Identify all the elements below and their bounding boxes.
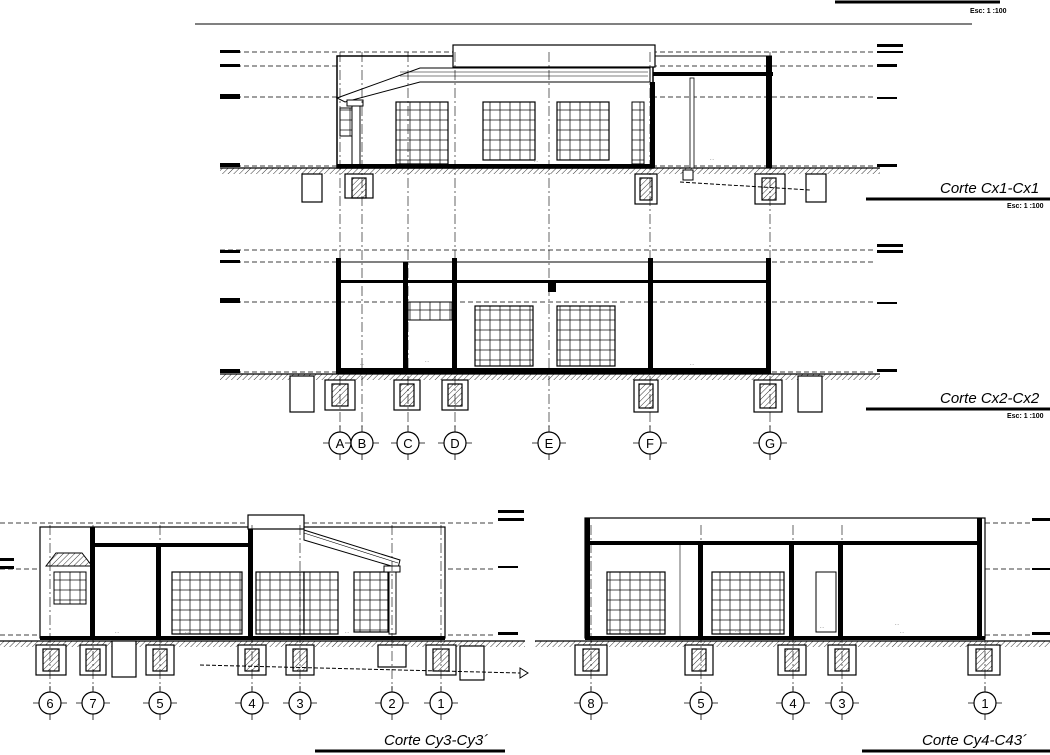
grid-axis-cy4-5: 5 <box>684 686 718 720</box>
grid-axis-label: 5 <box>156 696 163 711</box>
grid-axis-label: 4 <box>789 696 796 711</box>
grid-axis-x-E: E <box>532 426 566 460</box>
svg-text:- -: - - <box>820 624 824 629</box>
grid-axis-label: F <box>646 436 654 451</box>
grid-axis-cy4-3: 3 <box>825 686 859 720</box>
section-cx1-drawing: - - - - - - <box>220 44 903 205</box>
section-title-cx1: Corte Cx1-Cx1 <box>940 180 1040 197</box>
svg-text:- -: - - <box>534 158 538 163</box>
grid-axis-cy3-6: 6 <box>33 686 67 720</box>
header-scale: Esc: 1 :100 <box>970 8 1007 15</box>
grid-axis-label: 5 <box>697 696 704 711</box>
grid-axis-cy4-4: 4 <box>776 686 810 720</box>
grid-axis-cy4-8: 8 <box>574 686 608 720</box>
grid-axis-cy3-7: 7 <box>76 686 110 720</box>
section-cy4-drawing: - - - - - - - - - - <box>535 517 1050 676</box>
section-title-cx2: Corte Cx2-Cx2 <box>940 390 1040 407</box>
grid-axes-cy4: 8 5 4 3 1 <box>574 686 1002 720</box>
grid-axis-label: A <box>336 436 345 451</box>
svg-text:- -: - - <box>530 361 534 366</box>
section-scale-cx1: Esc: 1 :100 <box>1007 203 1044 210</box>
svg-text:- -: - - <box>690 361 694 366</box>
grid-axis-label: 1 <box>437 696 444 711</box>
grid-axis-label: 8 <box>587 696 594 711</box>
grid-axis-label: 6 <box>46 696 53 711</box>
grid-axis-cy4-1: 1 <box>968 686 1002 720</box>
grid-axis-label: B <box>358 436 367 451</box>
grid-axis-label: 3 <box>838 696 845 711</box>
svg-text:- -: - - <box>185 629 189 634</box>
grid-axis-label: 1 <box>981 696 988 711</box>
grid-axis-label: 4 <box>248 696 255 711</box>
svg-text:- -: - - <box>395 158 399 163</box>
svg-text:- -: - - <box>625 628 629 633</box>
section-title-cy3: Corte Cy3-Cy3´ <box>384 732 489 749</box>
grid-axis-label: C <box>403 436 412 451</box>
svg-text:- -: - - <box>115 629 119 634</box>
grid-axis-label: 7 <box>89 696 96 711</box>
grid-axis-cy3-2: 2 <box>375 686 409 720</box>
grid-axis-x-B: B <box>345 426 379 460</box>
grid-axis-cy3-3: 3 <box>283 686 317 720</box>
grid-axis-x-C: C <box>391 426 425 460</box>
svg-text:- -: - - <box>895 621 899 626</box>
grid-axes-cy3: 6 7 5 4 3 2 1 <box>33 686 458 720</box>
grid-axis-label: G <box>765 436 775 451</box>
grid-axis-label: D <box>450 436 459 451</box>
grid-axis-x-D: D <box>438 426 472 460</box>
svg-text:- -: - - <box>900 629 904 634</box>
grid-axis-label: E <box>545 436 554 451</box>
svg-text:- -: - - <box>425 358 429 363</box>
grid-axis-cy3-5: 5 <box>143 686 177 720</box>
grid-axis-x-F: F <box>633 426 667 460</box>
section-cy3-drawing: - - - - - - - - <box>0 510 529 681</box>
grid-axis-label: 3 <box>296 696 303 711</box>
grid-axis-cy3-1: 1 <box>424 686 458 720</box>
grid-axis-label: 2 <box>388 696 395 711</box>
grid-axis-x-G: G <box>753 426 787 460</box>
section-scale-cx2: Esc: 1 :100 <box>1007 413 1044 420</box>
svg-text:- -: - - <box>735 628 739 633</box>
section-title-cy4: Corte Cy4-C43´ <box>922 732 1028 749</box>
grid-axis-cy3-4: 4 <box>235 686 269 720</box>
svg-text:- -: - - <box>710 156 714 161</box>
svg-text:- -: - - <box>280 629 284 634</box>
svg-text:- -: - - <box>345 629 349 634</box>
section-cx2-drawing: - - - - - - - - <box>220 244 903 413</box>
